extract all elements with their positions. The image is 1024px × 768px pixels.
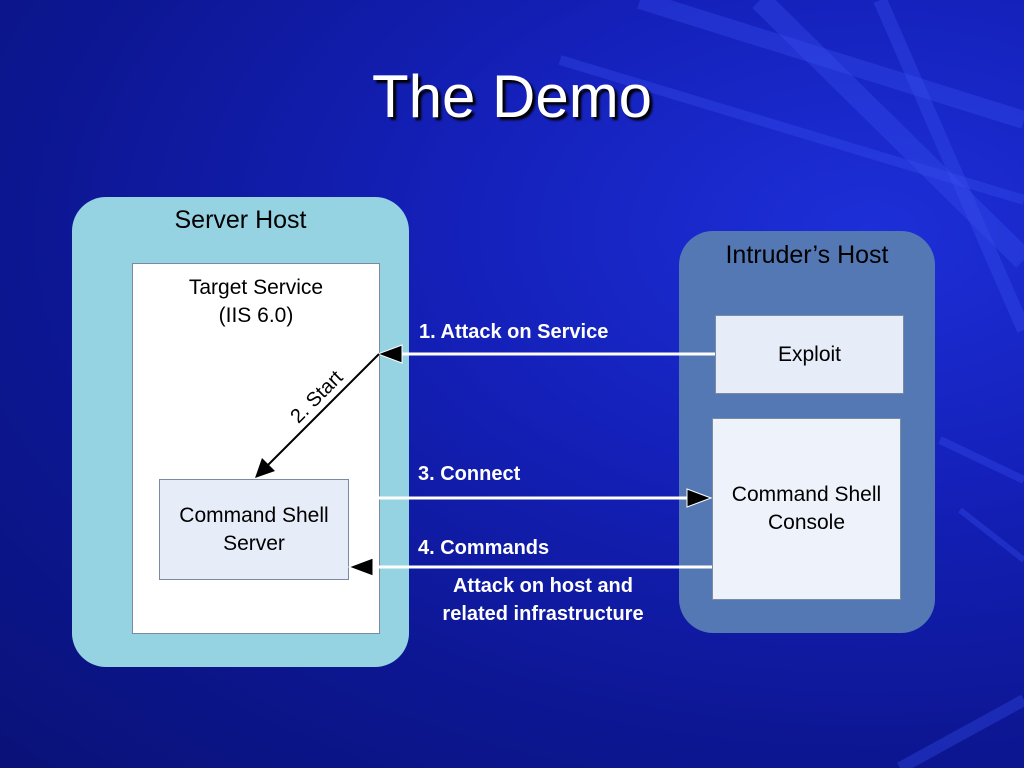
exploit-box: Exploit bbox=[715, 315, 904, 394]
attack-on-service-label: 1. Attack on Service bbox=[419, 321, 609, 343]
command-shell-server-box: Command Shell Server bbox=[159, 479, 349, 580]
command-shell-console-line1: Command Shell bbox=[731, 483, 882, 506]
slide-title: The Demo bbox=[371, 63, 653, 130]
start-arrow-line bbox=[261, 353, 380, 472]
commands-arrowhead bbox=[347, 557, 374, 577]
impact-label: Attack on host and related infrastructur… bbox=[442, 575, 644, 625]
connect-arrowhead bbox=[686, 488, 713, 508]
command-shell-server-line2: Server bbox=[223, 531, 285, 555]
commands-label: 4. Commands bbox=[418, 537, 550, 559]
connect-label: 3. Connect bbox=[418, 463, 521, 485]
command-shell-console-line2: Console bbox=[767, 511, 846, 534]
exploit-label: Exploit bbox=[777, 342, 842, 366]
command-shell-console-box: Command Shell Console bbox=[712, 418, 901, 600]
target-service-label: Target Service bbox=[188, 276, 324, 299]
target-service-version: (IIS 6.0) bbox=[218, 304, 294, 327]
server-host-label: Server Host bbox=[174, 206, 307, 234]
attack-arrowhead bbox=[376, 344, 403, 364]
command-shell-server-line1: Command Shell bbox=[179, 503, 329, 527]
start-arrowhead bbox=[255, 458, 275, 478]
intruder-host-label: Intruder’s Host bbox=[725, 241, 889, 269]
